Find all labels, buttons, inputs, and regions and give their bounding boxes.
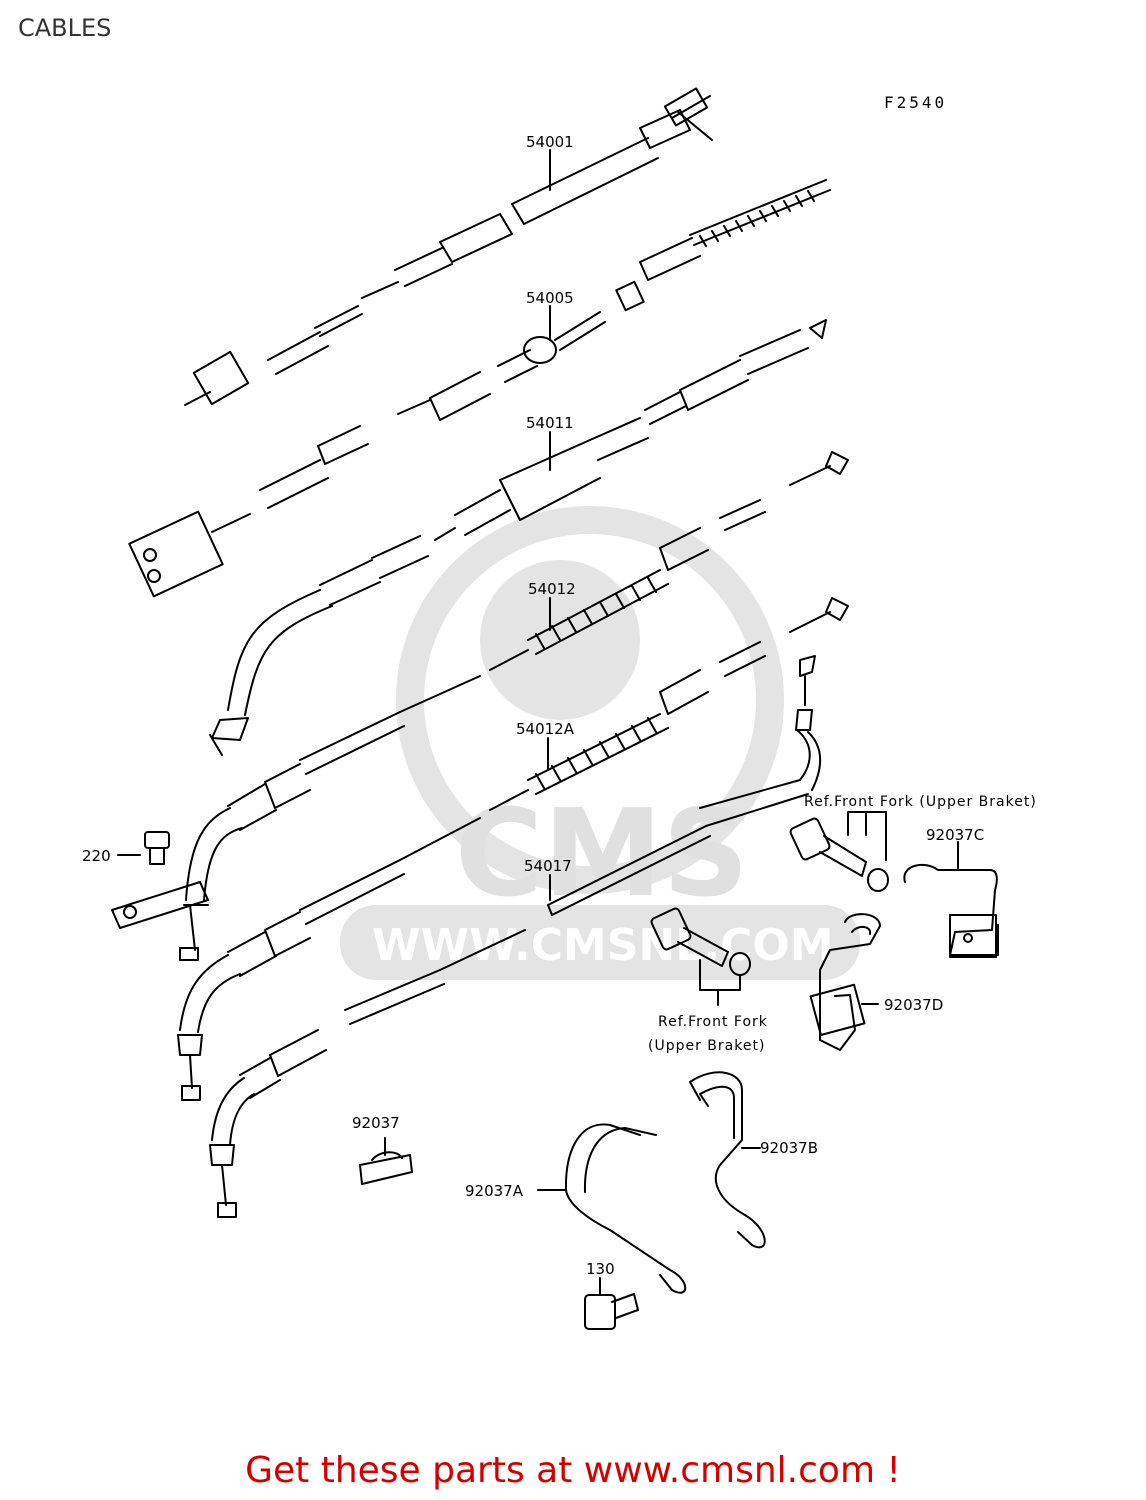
throttle-cable-54012 [111, 451, 849, 961]
label-54001: 54001 [526, 133, 574, 151]
label-54012: 54012 [528, 580, 576, 598]
label-92037D: 92037D [884, 996, 943, 1014]
footer-shop-link[interactable]: Get these parts at www.cmsnl.com ! [245, 1450, 901, 1491]
page-title: CABLES [18, 14, 112, 42]
label-92037B: 92037B [760, 1139, 818, 1157]
figure-code: F2540 [884, 93, 948, 112]
parts-diagram: CMS WWW.CMSNL.COM [82, 87, 1037, 1330]
clamp-92037D [809, 913, 881, 1051]
ref-bolt-lower [650, 907, 751, 1006]
clamp-92037C [903, 841, 999, 958]
clamp-92037B [689, 1071, 766, 1249]
throttle-cable-54012A [177, 597, 849, 1101]
label-220: 220 [82, 847, 111, 865]
ref-front-fork-lower-line2: (Upper Braket) [648, 1038, 765, 1054]
label-54011: 54011 [526, 414, 574, 432]
label-92037C: 92037C [926, 826, 984, 844]
clamp-92037A [537, 1123, 687, 1294]
label-54005: 54005 [526, 289, 574, 307]
ref-front-fork-upper: Ref.Front Fork (Upper Braket) [804, 794, 1037, 810]
watermark: CMS WWW.CMSNL.COM [340, 506, 860, 980]
bolt-130 [584, 1277, 639, 1330]
ref-front-fork-lower-line1: Ref.Front Fork [658, 1014, 768, 1030]
label-92037A: 92037A [465, 1182, 524, 1200]
choke-cable-54017 [209, 655, 822, 1218]
label-54012A: 54012A [516, 720, 575, 738]
label-130: 130 [586, 1260, 615, 1278]
clamp-92037 [359, 1137, 413, 1185]
label-92037: 92037 [352, 1114, 400, 1132]
tacho-cable-54005 [259, 179, 831, 509]
label-54017: 54017 [524, 857, 572, 875]
clutch-cable-54011 [128, 319, 827, 756]
ref-bolt-upper [789, 811, 889, 892]
speedometer-cable-54001 [184, 87, 713, 406]
screw-220 [117, 831, 170, 865]
watermark-site: WWW.CMSNL.COM [372, 920, 834, 971]
